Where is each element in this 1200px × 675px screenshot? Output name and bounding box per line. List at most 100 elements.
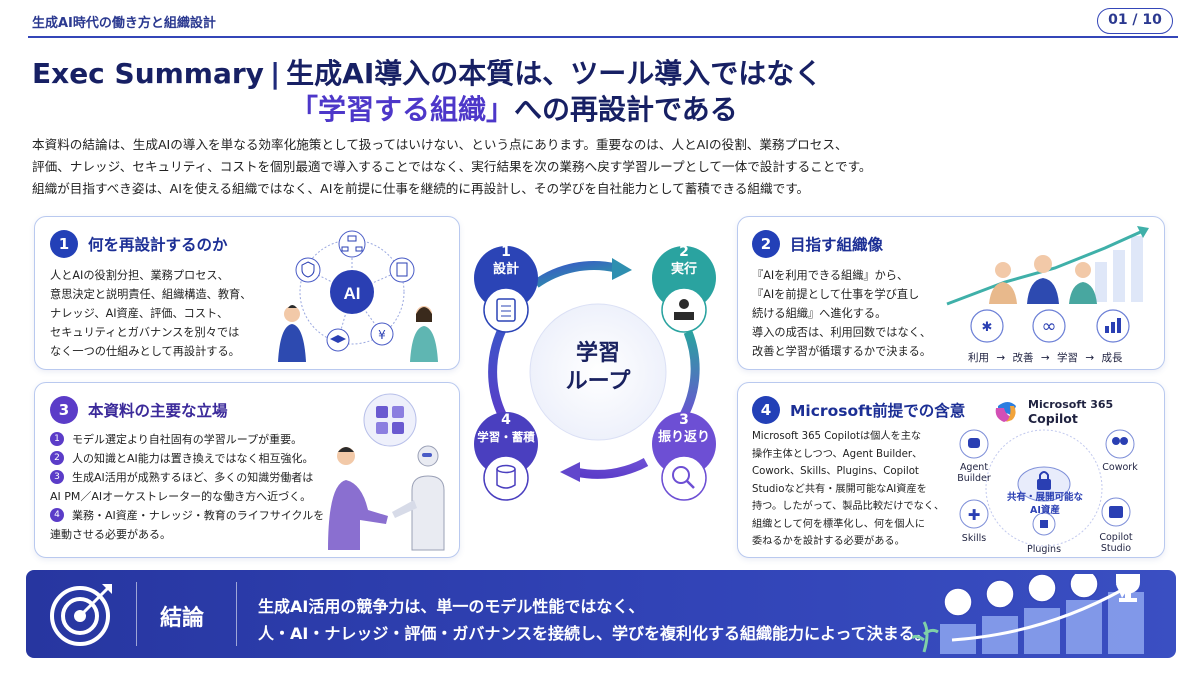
step-number: 4 bbox=[501, 412, 511, 428]
infinity-icon bbox=[1032, 309, 1066, 343]
card1-line: なく一つの仕組みとして再設計する。 bbox=[50, 345, 240, 358]
laptop-user-icon bbox=[661, 287, 707, 333]
brain-badge-icon bbox=[985, 579, 1015, 609]
card2-number: 2 bbox=[752, 230, 780, 258]
header-divider bbox=[28, 36, 1178, 38]
copilot-ecosystem-illustration: ✚ bbox=[959, 402, 1135, 547]
ai-hub-label: AI bbox=[344, 284, 361, 303]
svg-text:✚: ✚ bbox=[968, 506, 981, 524]
card2-line: 改善と学習が循環するかで決まる。 bbox=[752, 345, 932, 358]
copilot-logo-icon bbox=[995, 402, 1016, 422]
robot-icon bbox=[392, 445, 445, 551]
copilot-product-name: Microsoft 365 Copilot bbox=[1028, 398, 1113, 426]
loop-center-title: 学習 ループ bbox=[548, 340, 648, 396]
team-growth-illustration: ✱ ∞ bbox=[946, 226, 1149, 343]
loop-arrow-execute-to-review bbox=[676, 330, 700, 425]
svg-text:∞: ∞ bbox=[1042, 316, 1057, 337]
card1-title: 1 何を再設計するのか bbox=[50, 230, 228, 258]
shield-badge-icon bbox=[1069, 574, 1099, 599]
loop-center-line: 学習 bbox=[575, 341, 620, 366]
card1-title-text: 何を再設計するのか bbox=[88, 236, 228, 254]
flow-arrow: → bbox=[1040, 352, 1050, 364]
position-item-continued: AI PM／AIオーケストレーター的な働き方へ近づく。 bbox=[50, 487, 324, 506]
card4-line: Studioなど共有・展開可能なAI資産を bbox=[752, 483, 927, 495]
card4-title-text: Microsoft前提での含意 bbox=[790, 402, 966, 420]
step-label: 実行 bbox=[670, 262, 697, 277]
step-number: 3 bbox=[679, 412, 689, 428]
flow-arrow: → bbox=[1085, 352, 1095, 364]
card1-number: 1 bbox=[50, 230, 78, 258]
person-badge-icon bbox=[943, 587, 973, 617]
card2-title: 2 目指す組織像 bbox=[752, 230, 883, 258]
man-figure-icon bbox=[278, 305, 306, 362]
item-text: モデル選定より自社固有の学習ループが重要。 bbox=[72, 433, 303, 446]
team-members-icon bbox=[989, 255, 1097, 304]
step-execute-node bbox=[652, 246, 716, 333]
item-bullet: 3 bbox=[50, 470, 64, 484]
item-bullet: 1 bbox=[50, 432, 64, 446]
intro-line: 組織が目指すべき姿は、AIを使える組織ではなく、AIを前提に仕事を継続的に再設計… bbox=[32, 181, 810, 196]
card3-title-text: 本資料の主要な立場 bbox=[88, 402, 228, 420]
intro-paragraph: 本資料の結論は、生成AIの導入を単なる効率化施策として扱ってはいけない、という点… bbox=[32, 134, 1172, 200]
label-line: Builder bbox=[957, 473, 991, 484]
woman-figure-icon bbox=[410, 306, 438, 362]
label-line: Agent bbox=[959, 462, 989, 473]
card4-line: 操作主体としつつ、Agent Builder、 bbox=[752, 448, 923, 460]
conclusion-line: 人・AI・ナレッジ・評価・ガバナンスを接続し、学びを複利化する組織能力によって決… bbox=[258, 624, 931, 643]
yen-icon: ¥ bbox=[370, 322, 394, 346]
step-number: 2 bbox=[679, 244, 689, 260]
item-bullet: 2 bbox=[50, 451, 64, 465]
clipboard-icon bbox=[483, 287, 529, 333]
skills-icon bbox=[959, 499, 989, 529]
title-line2-rest: への再設計である bbox=[514, 93, 738, 126]
loop-arrow-learn-to-design bbox=[488, 319, 510, 425]
slide-title-line2: 「学習する組織」への再設計である bbox=[290, 88, 738, 128]
intro-line: 評価、ナレッジ、セキュリティ、コストを個別最適で導入することではなく、実行結果を… bbox=[32, 159, 872, 174]
position-item: 1 モデル選定より自社固有の学習ループが重要。 bbox=[50, 430, 324, 449]
svg-text:¥: ¥ bbox=[378, 328, 386, 342]
svg-text:✱: ✱ bbox=[982, 320, 993, 335]
card2-line: 『AIを前提として仕事を学び直し bbox=[752, 288, 920, 301]
flow-step: 利用 bbox=[968, 352, 989, 364]
puzzle-icon bbox=[363, 393, 417, 447]
card4-title: 4 Microsoft前提での含意 bbox=[752, 396, 965, 424]
step-review-node bbox=[652, 412, 716, 501]
card4-line: 持つ。したがって、製品比較だけでなく、 bbox=[752, 501, 945, 512]
shared-ai-assets-label: 共有・展開可能な AI資産 bbox=[998, 491, 1092, 517]
card1-line: セキュリティとガバナンスを別々では bbox=[50, 326, 240, 339]
trophy-icon bbox=[1116, 574, 1140, 602]
human-robot-handshake-illustration bbox=[328, 393, 445, 551]
card4-line: Microsoft 365 Copilotは個人を主な bbox=[752, 431, 922, 442]
item-text: 業務・AI資産・ナレッジ・教育のライフサイクルを bbox=[72, 509, 325, 522]
item-text: 生成AI活用が成熟するほど、多くの知識労働者は bbox=[72, 471, 314, 484]
step-label: 学習・蓄積 bbox=[477, 430, 535, 444]
step-label: 設計 bbox=[492, 262, 519, 277]
card4-line: Cowork、Skills、Plugins、Copilot bbox=[752, 466, 919, 477]
title-separator: | bbox=[269, 57, 281, 90]
target-icon bbox=[50, 584, 112, 646]
item-bullet: 4 bbox=[50, 508, 64, 522]
ai-network-illustration: AI ¥ bbox=[278, 230, 438, 362]
loop-center-line: ループ bbox=[565, 369, 631, 394]
card-redesign-scope bbox=[34, 216, 460, 370]
item-text: AI PM／AIオーケストレーター的な働き方へ近づく。 bbox=[50, 490, 312, 503]
person-icon bbox=[328, 447, 388, 550]
product-line: Microsoft 365 bbox=[1028, 398, 1114, 411]
step-learn-label: 4 学習・蓄積 bbox=[472, 412, 540, 446]
card2-line: 続ける組織』へ進化する。 bbox=[752, 307, 887, 320]
document-icon bbox=[389, 257, 415, 283]
label-line: Copilot bbox=[1099, 532, 1133, 543]
card4-body: Microsoft 365 Copilotは個人を主な 操作主体としつつ、Age… bbox=[752, 428, 944, 551]
step-design-node bbox=[474, 246, 538, 333]
card2-line: 『AIを利用できる組織』から、 bbox=[752, 269, 909, 282]
title-highlight: 「学習する組織」 bbox=[290, 93, 515, 126]
item-text: 連動させる必要がある。 bbox=[50, 528, 171, 541]
banner-divider bbox=[136, 582, 137, 646]
card3-title: 3 本資料の主要な立場 bbox=[50, 396, 228, 424]
card1-line: ナレッジ、AI資産、評価、コスト、 bbox=[50, 307, 229, 320]
magnifier-chart-icon bbox=[661, 455, 707, 501]
card1-line: 人とAIの役割分担、業務プロセス、 bbox=[50, 269, 229, 282]
book-badge-icon bbox=[1027, 574, 1057, 603]
